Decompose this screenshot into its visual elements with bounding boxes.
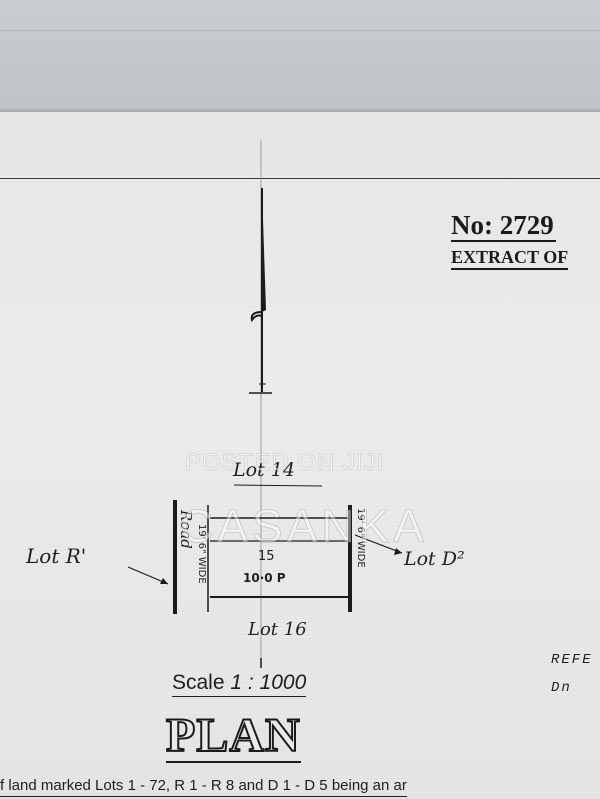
road-width-right-label: 19' 6" WIDE — [355, 508, 366, 568]
watermark-brand: CASANKA — [180, 500, 428, 553]
lot-area-label: 10·0 P — [243, 571, 286, 585]
plan-title: PLAN — [165, 709, 301, 763]
road-width-left-label: 19' 6" WIDE — [196, 524, 207, 584]
lot-east-label: Lot D² — [404, 548, 465, 570]
north-arrow-icon — [249, 188, 272, 394]
document-subtitle: EXTRACT OF — [451, 246, 569, 270]
road-label: Road — [177, 510, 195, 549]
top-rule — [0, 178, 600, 179]
scale-prefix: Scale — [172, 671, 231, 694]
arrow-to-west-road — [127, 566, 169, 585]
scale-label: Scale 1 : 1000 — [172, 670, 307, 697]
lot-number-label: 15 — [258, 549, 275, 564]
background-sheet — [0, 0, 600, 112]
lot-south-label: Lot 16 — [248, 619, 307, 640]
reference-label: REFE — [551, 652, 593, 668]
survey-plan-paper — [0, 112, 600, 799]
drawing-number-label: Dn — [551, 680, 572, 696]
watermark-posted: POSTED ON JIJI — [185, 449, 385, 477]
bottom-description-text: f land marked Lots 1 - 72, R 1 - R 8 and… — [0, 776, 407, 797]
lot-14-underline — [233, 484, 323, 487]
lot-north-label: Lot 14 — [233, 459, 295, 481]
lot-west-label: Lot R' — [26, 544, 87, 568]
document-number: No: 2729 — [451, 210, 556, 242]
background-sheet-line — [0, 30, 600, 31]
arrow-to-east-lot — [354, 534, 403, 555]
scale-value: 1 : 1000 — [230, 671, 307, 694]
